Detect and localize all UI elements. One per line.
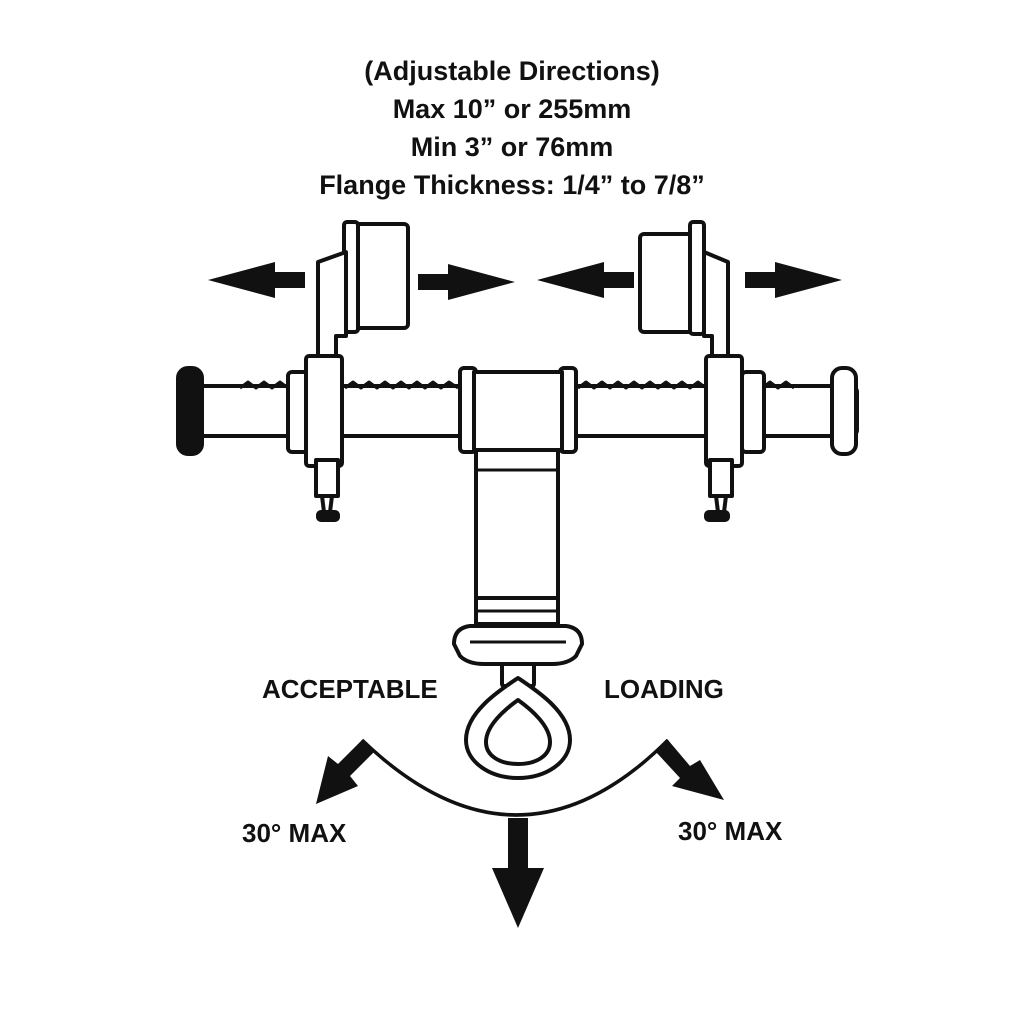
header-line-1: (Adjustable Directions) [364, 56, 660, 86]
arrow-right-icon [745, 262, 842, 298]
header-line-2: Max 10” or 255mm [392, 94, 632, 124]
center-block [472, 370, 564, 452]
loading-label: LOADING [604, 674, 724, 704]
header-line-3: Min 3” or 76mm [410, 132, 614, 162]
left-clamp [286, 220, 410, 522]
beam-anchor-icon [176, 220, 859, 780]
arrow-left-icon [208, 262, 305, 298]
direction-arrows [208, 262, 842, 300]
arrow-left-icon [537, 262, 634, 298]
right-clamp [638, 220, 766, 522]
hanger-body [474, 448, 560, 602]
right-max-angle-label: 30° MAX [678, 816, 783, 846]
arrow-right-icon [418, 264, 515, 300]
left-max-angle-label: 30° MAX [242, 818, 347, 848]
left-handle-knob [176, 366, 204, 456]
arrow-down-left-icon [316, 740, 374, 804]
acceptable-label: ACCEPTABLE [262, 674, 438, 704]
header-line-4: Flange Thickness: 1/4” to 7/8” [319, 170, 705, 200]
arrow-down-icon [492, 818, 544, 928]
right-handle-knob [830, 366, 858, 456]
arrow-down-right-icon [656, 740, 724, 800]
swivel-eye-icon [452, 624, 584, 780]
load-arc-icon [316, 738, 724, 928]
